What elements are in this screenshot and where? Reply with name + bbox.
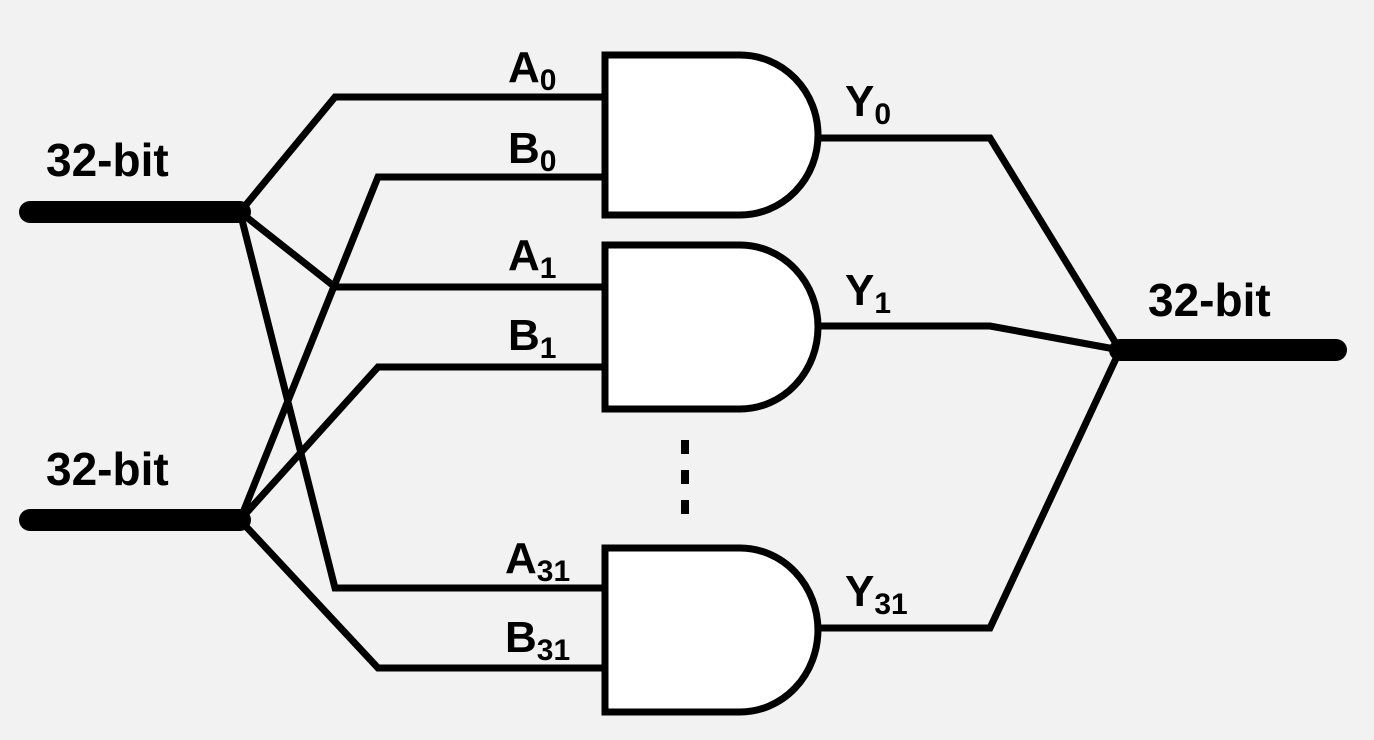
wire-a0	[237, 93, 605, 215]
wire-b31	[237, 517, 605, 672]
and-gate-1	[601, 241, 822, 413]
pin-y31-label: Y31	[845, 567, 908, 621]
pin-b0-label: B0	[508, 124, 556, 178]
output-bus-label: 32-bit	[1148, 274, 1271, 326]
and-gate-0	[601, 51, 822, 219]
pin-a0-label: A0	[508, 43, 556, 97]
wire-y31	[818, 348, 1124, 632]
pin-y1-label: Y1	[845, 266, 891, 320]
pin-b31-label: B31	[505, 613, 570, 667]
pin-y0-label: Y0	[845, 77, 891, 131]
pin-a1-label: A1	[508, 231, 556, 285]
wire-a31	[236, 211, 605, 592]
pin-b1-label: B1	[508, 311, 556, 365]
and-gate-31	[601, 544, 822, 716]
pin-a31-label: A31	[505, 534, 570, 588]
wire-y0	[818, 134, 1123, 352]
wire-b1	[237, 363, 605, 523]
wire-b0	[236, 173, 605, 522]
input-bus-a-label: 32-bit	[46, 134, 169, 186]
wire-y1	[818, 322, 1121, 354]
input-bus-b-label: 32-bit	[46, 443, 169, 495]
